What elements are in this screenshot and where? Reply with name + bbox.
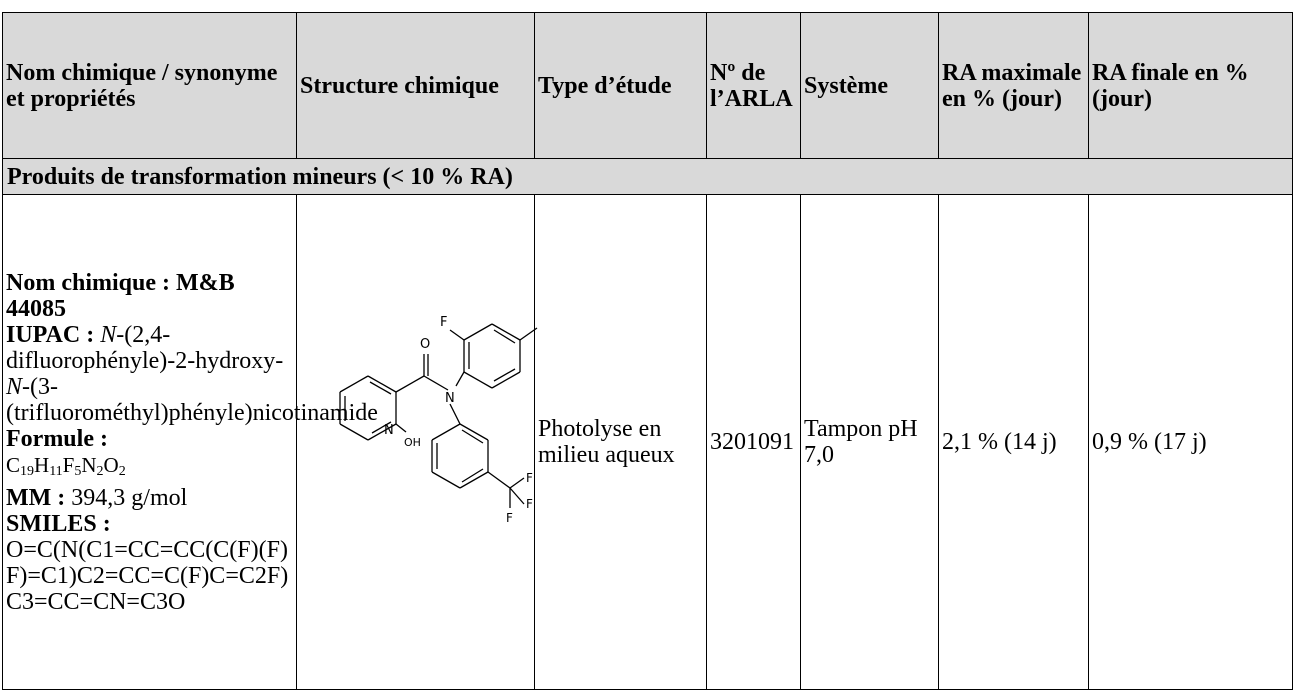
structure-cell: O F N N OH F F F (296, 194, 538, 690)
mm-label: MM : (6, 484, 66, 511)
header-name: Nom chimique / synonyme et propriétés (2, 12, 297, 159)
section-title: Produits de transformation mineurs (< 10… (2, 158, 1293, 195)
section-row: Produits de transformation mineurs (< 10… (2, 158, 1293, 195)
formula-value: C19H11F5N2O2 (6, 452, 126, 479)
atom-n-ring: N (384, 423, 394, 438)
metabolite-table: Nom chimique / synonyme et propriétés St… (2, 12, 1293, 690)
iupac-n2: N (6, 373, 23, 400)
iupac-label: IUPAC : (6, 321, 95, 348)
max-ra-cell: 2,1 % (14 j) (938, 194, 1089, 690)
header-study-type: Type d’étude (534, 12, 707, 159)
header-max-ra: RA maximale en % (jour) (938, 12, 1089, 159)
name-label: Nom chimique : (6, 269, 170, 296)
iupac-n1: N (100, 321, 117, 348)
atom-f-top: F (440, 315, 447, 330)
study-type-cell: Photolyse en milieu aqueux (534, 194, 707, 690)
atom-f3: F (506, 511, 513, 525)
formula-label: Formule : (6, 425, 108, 452)
smiles-label: SMILES : (6, 510, 111, 537)
atom-f1: F (526, 471, 533, 485)
atom-n-amide: N (445, 391, 455, 406)
iupac-part1: -(2,4-difluorophényle)-2-hydroxy- (6, 321, 284, 374)
header-row: Nom chimique / synonyme et propriétés St… (2, 12, 1293, 159)
final-ra-cell: 0,9 % (17 j) (1088, 194, 1293, 690)
name-cell: Nom chimique : M&B 44085 IUPAC : N-(2,4-… (2, 194, 378, 690)
name-value: M&B 44085 (6, 269, 235, 322)
system-cell: Tampon pH 7,0 (800, 194, 939, 690)
atom-o: O (420, 337, 430, 352)
header-system: Système (800, 12, 939, 159)
atom-f2: F (526, 497, 533, 511)
atom-oh: OH (404, 436, 421, 449)
header-structure: Structure chimique (296, 12, 535, 159)
mm-value: 394,3 g/mol (71, 484, 188, 511)
smiles-value: O=C(N(C1=CC=CC(C(F)(F)F)=C1)C2=CC=C(F)C=… (6, 536, 289, 615)
pmra-no-cell: 3201091 (706, 194, 801, 690)
iupac-part2: -(3-(trifluorométhyl)phényle)nicotinamid… (6, 373, 378, 426)
header-final-ra: RA finale en % (jour) (1088, 12, 1293, 159)
chemical-structure-drawing: O F N N OH F F F (339, 315, 538, 525)
table-row: Nom chimique : M&B 44085 IUPAC : N-(2,4-… (2, 194, 1293, 690)
header-pmra-no: Nº de l’ARLA (706, 12, 801, 159)
